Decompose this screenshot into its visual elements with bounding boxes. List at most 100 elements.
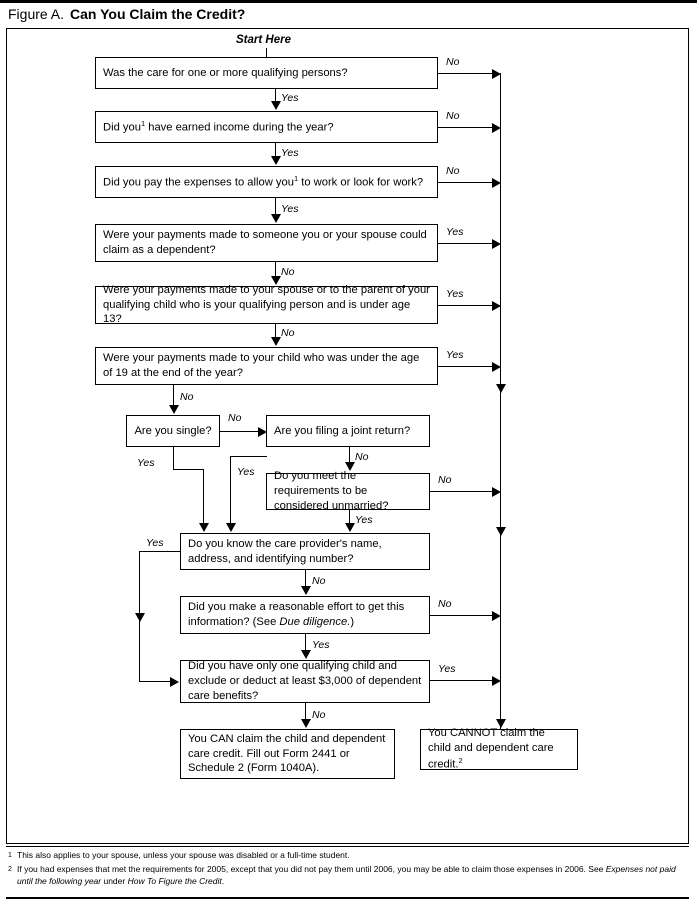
edge-q12-yes-arrow <box>492 676 501 686</box>
edge-label-q12-no: No <box>312 709 326 721</box>
node-result-cannot-claim[interactable]: You CANNOT claim the child and dependent… <box>420 727 578 771</box>
footnote-2-marker: 2 <box>8 866 12 874</box>
edge-q5-yes-arrow <box>492 301 501 311</box>
edge-q12-yes-line <box>430 680 496 681</box>
node-q6-text: Were your payments made to your child wh… <box>103 352 420 379</box>
node-q9-considered-unmarried[interactable]: Do you meet the requirements to be consi… <box>266 470 430 512</box>
edge-q5-yes-line <box>438 305 496 306</box>
edge-q2-no-line <box>438 127 496 128</box>
edge-q7-no-line <box>220 431 262 432</box>
edge-q2-yes-arrow <box>271 156 281 165</box>
edge-q1-yes-line <box>275 89 276 102</box>
page-title: Figure A.Can You Claim the Credit? <box>8 6 245 22</box>
edge-q7-yes-h <box>173 469 204 470</box>
edge-q6-no-line <box>173 385 174 406</box>
node-q12-text: Did you have only one qualifying child a… <box>188 660 422 702</box>
edge-q2-no-arrow <box>492 123 501 133</box>
edge-q4-no-line <box>275 262 276 277</box>
edge-q4-yes-line <box>438 243 496 244</box>
edge-q2-yes-line <box>275 143 276 157</box>
node-q11-text: Did you make a reasonable effort to get … <box>188 601 405 628</box>
edge-label-q8-yes: Yes <box>237 466 255 478</box>
edge-label-q5-yes: Yes <box>446 288 464 300</box>
node-result-can-claim[interactable]: You CAN claim the child and dependent ca… <box>180 729 395 779</box>
edge-label-q10-no: No <box>312 575 326 587</box>
edge-label-q7-no: No <box>228 412 242 424</box>
edge-label-q2-yes: Yes <box>281 147 299 159</box>
footnote-divider <box>6 846 689 847</box>
bottom-divider <box>6 897 689 899</box>
edge-q7-yes-arrow <box>199 523 209 532</box>
collector-arrow-3 <box>496 719 506 728</box>
edge-q12-no-line <box>305 703 306 720</box>
edge-label-q11-yes: Yes <box>312 639 330 651</box>
start-here-label: Start Here <box>236 34 291 46</box>
edge-q10-no-arrow <box>301 586 311 595</box>
edge-label-q6-yes: Yes <box>446 349 464 361</box>
edge-q1-no-arrow <box>492 69 501 79</box>
edge-q7-no-arrow <box>258 427 267 437</box>
edge-q3-yes-line <box>275 198 276 215</box>
edge-q4-no-arrow <box>271 276 281 285</box>
footnote-2-text: If you had expenses that met the require… <box>17 864 676 886</box>
edge-label-q3-yes: Yes <box>281 203 299 215</box>
edge-q10-yes-h2 <box>139 681 174 682</box>
edge-q9-no-arrow <box>492 487 501 497</box>
top-divider <box>0 0 697 3</box>
node-q6[interactable]: Were your payments made to your child wh… <box>95 347 438 385</box>
collector-arrow-2 <box>496 527 506 536</box>
edge-label-q7-yes: Yes <box>137 457 155 469</box>
node-q5-text: Were your payments made to your spouse o… <box>103 283 430 326</box>
node-q7-are-you-single[interactable]: Are you single? <box>126 415 220 447</box>
edge-label-q1-yes: Yes <box>281 92 299 104</box>
edge-q7-yes-v1 <box>173 447 174 469</box>
node-q12-dependent-care-benefits[interactable]: Did you have only one qualifying child a… <box>180 660 430 703</box>
edge-q11-no-line <box>430 615 496 616</box>
node-q3[interactable]: Did you pay the expenses to allow you1 t… <box>95 166 438 198</box>
node-q7-text: Are you single? <box>134 424 212 437</box>
edge-q3-no-arrow <box>492 178 501 188</box>
edge-label-q8-no: No <box>355 451 369 463</box>
edge-q9-yes-arrow <box>345 523 355 532</box>
node-q2[interactable]: Did you1 have earned income during the y… <box>95 111 438 143</box>
edge-label-q10-yes: Yes <box>146 537 164 549</box>
edge-q8-yes-arrow <box>226 523 236 532</box>
node-q8-joint-return[interactable]: Are you filing a joint return? <box>266 415 430 447</box>
edge-label-q9-yes: Yes <box>355 514 373 526</box>
edge-q12-no-arrow <box>301 719 311 728</box>
node-q1[interactable]: Was the care for one or more qualifying … <box>95 57 438 89</box>
node-q4-text: Were your payments made to someone you o… <box>103 229 427 256</box>
edge-q8-no-arrow <box>345 462 355 471</box>
node-q9-text: Do you meet the requirements to be consi… <box>274 470 389 512</box>
edge-q9-yes-line <box>349 510 350 524</box>
node-q5[interactable]: Were your payments made to your spouse o… <box>95 283 438 326</box>
node-result-can-text: You CAN claim the child and dependent ca… <box>188 732 386 775</box>
figure-heading: Can You Claim the Credit? <box>70 6 246 22</box>
edge-q10-yes-h1 <box>139 551 180 552</box>
edge-q5-no-arrow <box>271 337 281 346</box>
footnote-2: 2 If you had expenses that met the requi… <box>8 864 691 887</box>
node-q4[interactable]: Were your payments made to someone you o… <box>95 224 438 262</box>
right-collector-line <box>500 73 501 729</box>
edge-q5-no-line <box>275 324 276 338</box>
node-q8-text: Are you filing a joint return? <box>274 424 411 437</box>
edge-q1-yes-arrow <box>271 101 281 110</box>
footnotes: 1 This also applies to your spouse, unle… <box>8 850 691 890</box>
node-q10-provider-info[interactable]: Do you know the care provider's name, ad… <box>180 533 430 570</box>
edge-q11-yes-arrow <box>301 650 311 659</box>
edge-q3-yes-arrow <box>271 214 281 223</box>
edge-label-q3-no: No <box>446 165 460 177</box>
edge-q10-yes-midarrow <box>135 613 145 622</box>
edge-q7-yes-v2 <box>203 469 204 524</box>
node-q3-text: Did you pay the expenses to allow you1 t… <box>103 173 424 189</box>
edge-q6-yes-line <box>438 366 496 367</box>
edge-q11-no-arrow <box>492 611 501 621</box>
start-connector-line <box>266 48 267 57</box>
edge-label-q4-yes: Yes <box>446 226 464 238</box>
node-q2-text: Did you1 have earned income during the y… <box>103 118 334 134</box>
edge-q6-yes-arrow <box>492 362 501 372</box>
edge-label-q9-no: No <box>438 474 452 486</box>
node-q11-reasonable-effort[interactable]: Did you make a reasonable effort to get … <box>180 596 430 634</box>
edge-label-q2-no: No <box>446 110 460 122</box>
